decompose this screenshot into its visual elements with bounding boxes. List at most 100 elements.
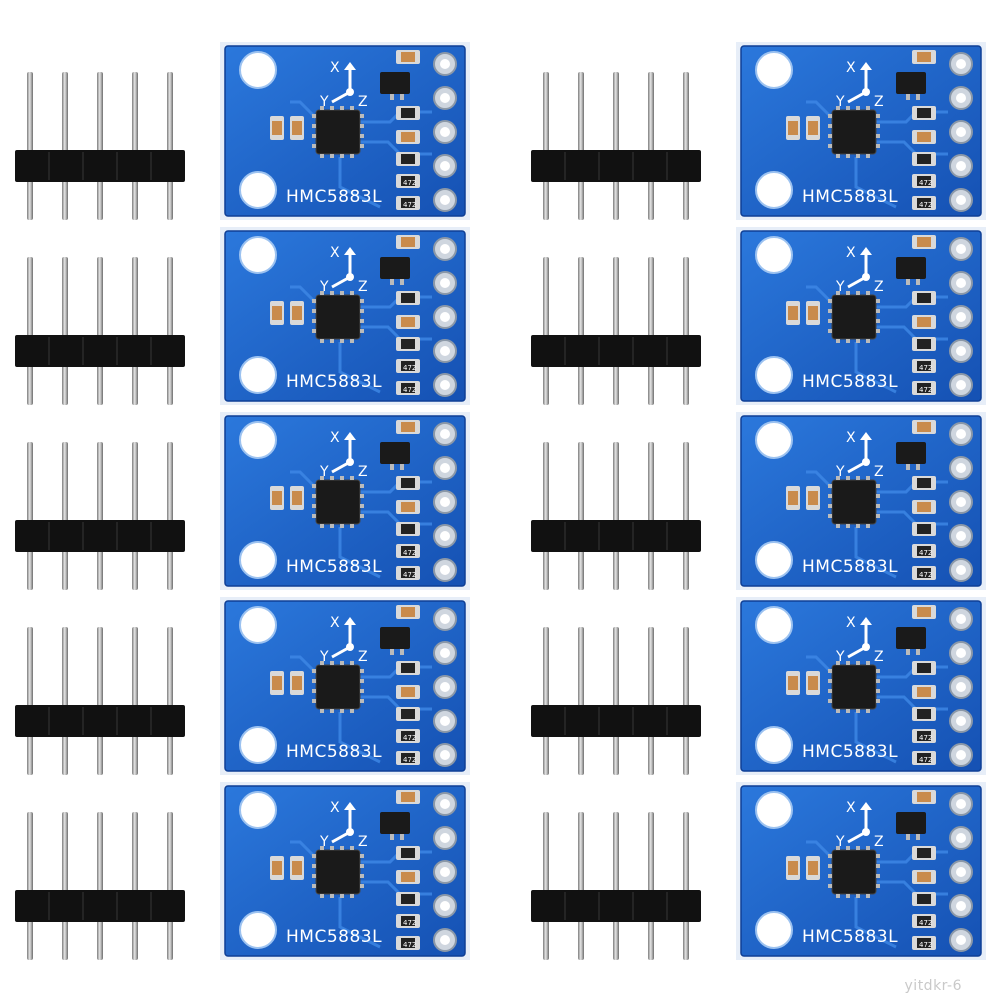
chip-lead [836,709,840,713]
axis-x-label: X [330,60,340,76]
pin-header [15,72,185,220]
chip-lead [836,106,840,110]
pcb-trace [854,897,897,949]
pin-hole [956,750,966,760]
chip-lead [320,339,324,343]
chip-lead [866,339,870,343]
chip-lead [350,524,354,528]
smd-component [917,108,931,118]
capacitor [788,861,798,875]
chip-lead [312,329,316,333]
hmc5883l-chip [315,109,361,155]
chip-lead [856,476,860,480]
header-pin [683,627,689,775]
regulator-lead [906,834,910,840]
chip-lead [312,669,316,673]
smd-component [917,546,931,556]
axis-z-label: Z [358,94,368,110]
regulator-lead [906,279,910,285]
chip-lead [340,524,344,528]
axis-z-dot [346,828,354,836]
chip-lead [876,309,880,313]
chip-lead [360,864,364,868]
resistor-marking: 472 [919,571,932,579]
smd-component [917,293,931,303]
axis-z-dot [862,643,870,651]
chip-lead [360,699,364,703]
chip-lead [340,894,344,898]
chip-lead [360,884,364,888]
mounting-hole [239,51,277,89]
header-pin [97,72,103,220]
regulator-lead [906,464,910,470]
chip-lead [340,154,344,158]
capacitor [788,491,798,505]
regulator-chip [380,72,410,94]
chip-lead [846,154,850,158]
smd-component [401,872,415,882]
chip-lead [866,661,870,665]
smd-component [917,687,931,697]
mounting-hole [239,791,277,829]
header-pin [683,812,689,960]
hmc5883l-chip [831,664,877,710]
chip-lead [340,846,344,850]
chip-lead [876,884,880,888]
chip-lead [340,339,344,343]
chip-lead [856,339,860,343]
header-plastic-body [15,890,185,922]
smd-component [917,198,931,208]
axis-x-label: X [330,800,340,816]
header-pin [27,812,33,960]
header-pin [132,627,138,775]
capacitor [272,491,282,505]
header-pin [62,72,68,220]
chip-lead [360,124,364,128]
pin-header [531,627,701,775]
chip-lead [828,114,832,118]
smd-component [401,938,415,948]
regulator-lead [400,464,404,470]
axis-y-label: Y [835,649,845,665]
chip-lead [876,699,880,703]
smd-component [917,237,931,247]
capacitor [292,491,302,505]
pin-hole [440,312,450,322]
pin-hole [956,682,966,692]
pin-hole [440,346,450,356]
header-pin [613,627,619,775]
header-pin [613,257,619,405]
axis-z-label: Z [874,649,884,665]
regulator-lead [400,279,404,285]
regulator-lead [390,464,394,470]
chip-lead [330,661,334,665]
chip-lead [856,661,860,665]
pin-hole [956,278,966,288]
axis-x-arrowhead [344,802,356,810]
chip-lead [856,291,860,295]
smd-component [401,607,415,617]
chip-lead [312,114,316,118]
header-pin [62,812,68,960]
resistor-marking: 472 [403,756,416,764]
resistor-marking: 472 [403,734,416,742]
pin-hole [440,682,450,692]
chip-lead [360,494,364,498]
capacitor [272,121,282,135]
header-pin [62,257,68,405]
header-pin [648,72,654,220]
chip-lead [360,874,364,878]
smd-component [401,478,415,488]
chip-lead [836,894,840,898]
board-label: HMC5883L [286,557,382,577]
chip-lead [330,846,334,850]
header-pin [543,257,549,405]
chip-lead [312,309,316,313]
